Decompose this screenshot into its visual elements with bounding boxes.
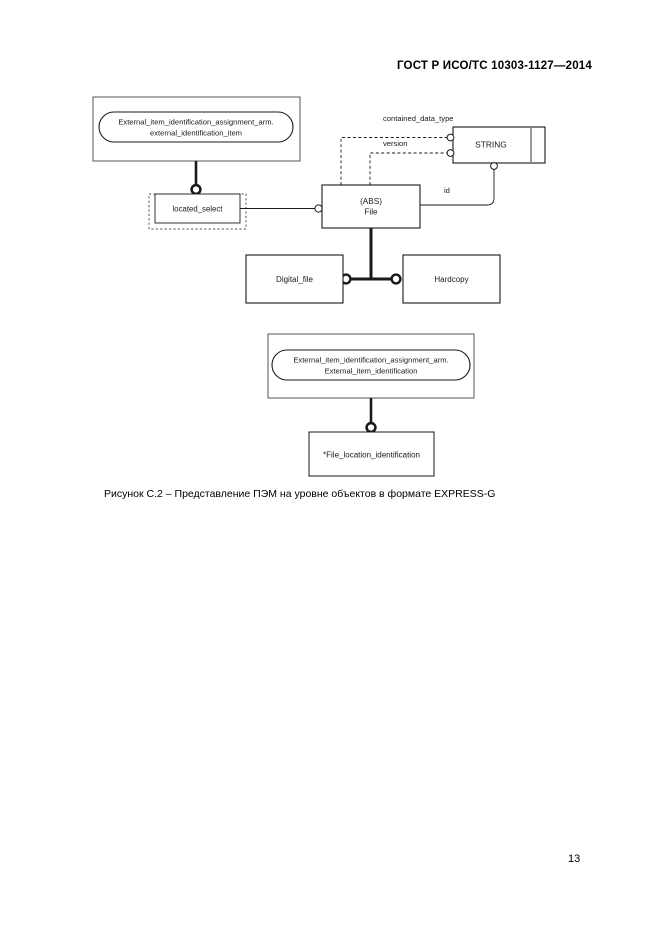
file-location-identification-label: *File_location_identification xyxy=(323,451,420,460)
entity-file-location-identification: *File_location_identification xyxy=(308,431,435,477)
located-select-label: located_select xyxy=(173,205,224,214)
id-label: id xyxy=(444,186,450,195)
attribute-contained-data-type: contained_data_type xyxy=(340,114,455,185)
file-name-label: File xyxy=(364,208,378,217)
digital-file-label: Digital_file xyxy=(276,275,313,284)
entity-file: (ABS) File xyxy=(321,184,421,229)
schema-box-bottom: External_item_identification_assignment_… xyxy=(267,333,475,399)
entity-digital-file: Digital_file xyxy=(245,254,344,304)
entity-located-select: located_select xyxy=(148,193,247,230)
page-number: 13 xyxy=(568,853,581,865)
connector-located-select-to-file xyxy=(240,204,323,213)
schema-box-top: External_item_identification_assignment_… xyxy=(92,96,301,162)
schema-box-top-line2: external_identification_item xyxy=(150,129,242,138)
connector-schema-to-located-select xyxy=(190,161,202,196)
express-g-diagram-svg: External_item_identification_assignment_… xyxy=(92,96,546,477)
schema-stadium-top xyxy=(98,111,294,143)
schema-box-bottom-line2: External_item_identification xyxy=(325,367,418,376)
schema-box-bottom-line1: External_item_identification_assignment_… xyxy=(293,356,448,365)
figure-caption: Рисунок С.2 – Представление ПЭМ на уровн… xyxy=(104,488,496,500)
hardcopy-label: Hardcopy xyxy=(434,275,468,284)
attribute-id: id xyxy=(420,162,498,206)
page-header-title: ГОСТ Р ИСО/ТС 10303-1127—2014 xyxy=(396,60,592,72)
schema-box-top-line1: External_item_identification_assignment_… xyxy=(118,118,273,127)
contained-data-type-label: contained_data_type xyxy=(383,114,454,123)
connector-schema-to-file-location xyxy=(365,398,377,434)
entity-string-type: STRING xyxy=(452,126,546,164)
version-label: version xyxy=(383,139,407,148)
connector-file-subtypes xyxy=(340,228,402,285)
entity-hardcopy: Hardcopy xyxy=(402,254,501,304)
string-type-label: STRING xyxy=(475,140,507,150)
figure-express-g: External_item_identification_assignment_… xyxy=(92,96,546,477)
file-abs-label: (ABS) xyxy=(360,197,382,206)
schema-stadium-bottom xyxy=(271,349,471,381)
attribute-version: version xyxy=(369,139,455,185)
